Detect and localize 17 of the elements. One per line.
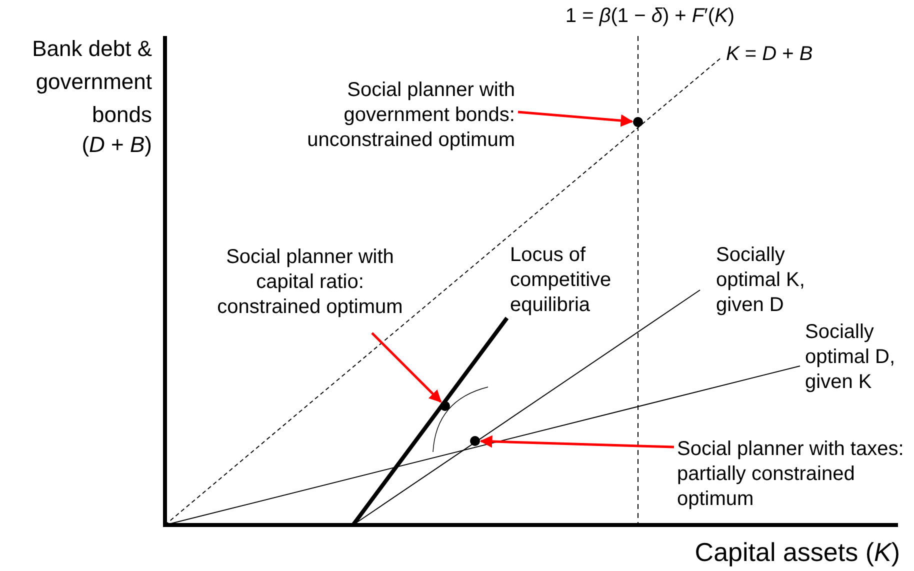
- line-label: Locus of competitive equilibria: [510, 243, 612, 318]
- point-marker: [633, 117, 643, 127]
- axis-title: Bank debt & government bonds: [31, 35, 152, 129]
- annotation-text: Social planner with government bonds: unconstrained optimum: [290, 78, 515, 153]
- arrow: [518, 110, 634, 127]
- axis-title: Capital assets (K): [694, 536, 900, 568]
- line-label: K = D + B: [726, 42, 814, 67]
- line-label: Socially optimal K, given D: [716, 243, 806, 318]
- arrow: [371, 332, 442, 403]
- arrow: [480, 435, 674, 448]
- point-marker: [440, 401, 450, 411]
- annotation-text: Social planner with capital ratio: constrained optimum: [215, 245, 405, 320]
- annotation-text: Social planner with taxes: partially constrained optimum: [677, 437, 907, 512]
- line-label: Socially optimal D, given K: [805, 320, 896, 395]
- point-marker: [470, 436, 480, 446]
- equation-label: 1 = β(1 − δ) + F′(K): [564, 4, 736, 29]
- axis-title: (D + B): [80, 132, 152, 157]
